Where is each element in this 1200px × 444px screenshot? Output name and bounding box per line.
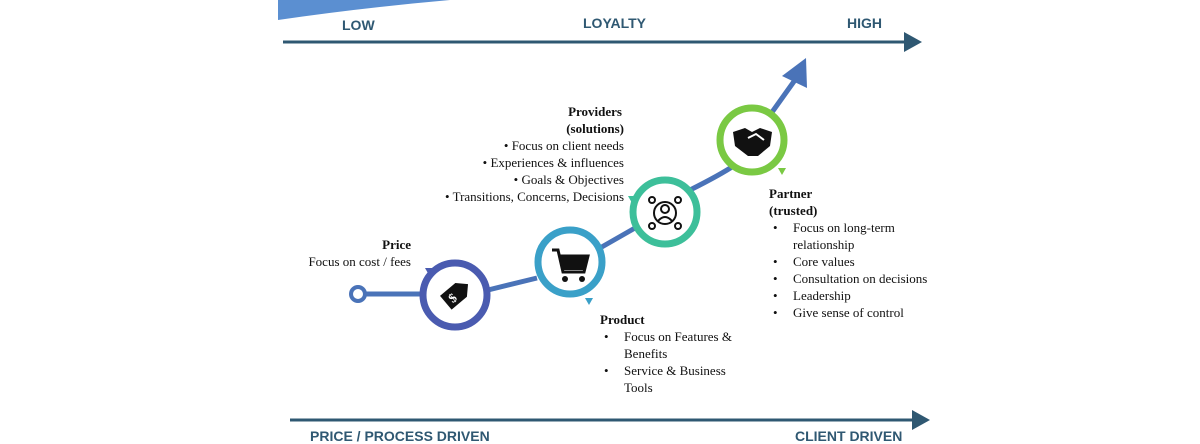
product-text: Product Focus on Features &BenefitsServi… (600, 311, 732, 396)
growth-arrowhead (782, 58, 807, 88)
growth-path (366, 78, 798, 297)
price-node: $ (419, 259, 491, 331)
shopping-cart-icon (552, 248, 590, 282)
list-item: Focus on long-term (769, 219, 927, 236)
partner-title: Partner (769, 186, 813, 201)
list-item: Leadership (769, 287, 927, 304)
list-item: Experiences & influences (445, 154, 624, 171)
providers-subtitle: (solutions) (566, 121, 624, 136)
top-axis-arrowhead (904, 32, 922, 52)
price-text: Price Focus on cost / fees (308, 236, 411, 270)
corner-decoration (278, 0, 450, 20)
axis-price-driven-label: PRICE / PROCESS DRIVEN (310, 428, 490, 444)
list-item-continued: relationship (793, 237, 855, 252)
partner-subtitle: (trusted) (769, 203, 818, 218)
providers-node (628, 176, 701, 248)
axis-low-label: LOW (342, 17, 375, 33)
list-item-continued: Benefits (624, 346, 668, 361)
product-title: Product (600, 312, 645, 327)
providers-title: Providers (568, 104, 622, 119)
list-item: Service & Business (600, 362, 732, 379)
list-item: Consultation on decisions (769, 270, 927, 287)
price-title: Price (382, 237, 411, 252)
list-item: Transitions, Concerns, Decisions (445, 188, 624, 205)
list-item: Give sense of control (769, 304, 927, 321)
list-item: Focus on client needs (445, 137, 624, 154)
bottom-axis-arrowhead (912, 410, 930, 430)
product-node (534, 226, 606, 305)
axis-high-label: HIGH (847, 15, 882, 31)
providers-text: Providers (solutions) Focus on client ne… (445, 103, 624, 205)
list-item-continued: Tools (624, 380, 653, 395)
price-desc: Focus on cost / fees (308, 254, 411, 269)
list-item: Core values (769, 253, 927, 270)
partner-text: Partner (trusted) Focus on long-termrela… (769, 185, 927, 321)
start-node (349, 285, 367, 303)
axis-loyalty-label: LOYALTY (583, 15, 647, 31)
list-item: Goals & Objectives (445, 171, 624, 188)
axis-client-driven-label: CLIENT DRIVEN (795, 428, 903, 444)
handshake-icon (733, 128, 772, 156)
network-person-icon (648, 196, 682, 230)
price-tag-icon: $ (440, 282, 469, 310)
partner-node (716, 104, 788, 176)
list-item: Focus on Features & (600, 328, 732, 345)
